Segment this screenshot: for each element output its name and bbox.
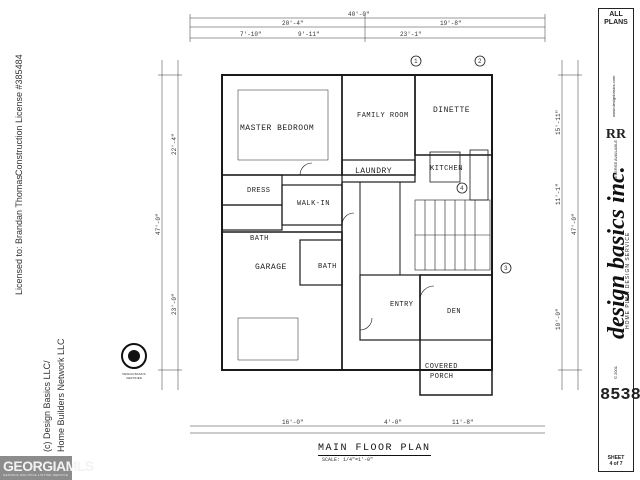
dim-bottom-mid: 4'-0" xyxy=(384,419,402,426)
reverse-icon: RR xyxy=(605,127,627,142)
room-garage: GARAGE xyxy=(255,263,287,272)
dim-seg-1: 7'-10" xyxy=(240,31,262,38)
room-entry: ENTRY xyxy=(390,301,414,309)
room-kitchen: KITCHEN xyxy=(430,165,463,173)
dim-seg-3: 23'-1" xyxy=(400,31,422,38)
dim-top-left: 20'-4" xyxy=(282,20,304,27)
room-master-bedroom: MASTER BEDROOM xyxy=(240,124,314,133)
marker-3: 3 xyxy=(504,265,508,272)
kitchen-island xyxy=(429,151,461,183)
marker-2: 2 xyxy=(478,58,482,65)
room-covered-porch-1: COVERED xyxy=(425,363,458,371)
watermark-name: GEORGIAMLS xyxy=(3,458,94,474)
room-covered-porch-2: PORCH xyxy=(430,373,454,381)
dim-bottom-right: 11'-8" xyxy=(452,419,474,426)
certified-badge-text: DESIGN BASICS CERTIFIED xyxy=(122,372,146,380)
dim-top-right: 19'-8" xyxy=(440,20,462,27)
service-text: HOME PLAN DESIGN SERVICE xyxy=(625,231,631,329)
dim-right-seg-2: 11'-1" xyxy=(555,183,562,205)
copyright-year: © 2001 xyxy=(613,366,618,379)
master-bath-walls xyxy=(221,204,283,231)
title-block: ALL PLANS www.designbasics.com RR REVERS… xyxy=(598,8,640,472)
dim-top-overall: 40'-0" xyxy=(348,11,370,18)
dim-right-seg-1: 15'-11" xyxy=(555,110,562,135)
room-laundry: LAUNDRY xyxy=(355,167,392,176)
marker-4: 4 xyxy=(460,185,464,192)
room-bath-1: BATH xyxy=(250,235,269,243)
dim-left-total: 47'-0" xyxy=(155,213,162,235)
floor-plan-drawing: 1 2 3 4 MASTER BEDROOM FAMILY ROOM DINET… xyxy=(121,11,582,434)
website-text: www.designbasics.com xyxy=(611,75,616,117)
dim-right-total: 47'-0" xyxy=(571,213,578,235)
garage-walls xyxy=(221,231,343,371)
room-dress: DRESS xyxy=(247,187,271,195)
dim-bottom-left: 16'-0" xyxy=(282,419,304,426)
plan-title: MAIN FLOOR PLAN xyxy=(318,443,431,456)
plan-scale: SCALE: 1/4"=1'-0" xyxy=(322,457,374,463)
den-walls xyxy=(419,274,493,341)
stairs xyxy=(414,199,491,271)
room-family-room-label: FAMILY ROOM xyxy=(357,112,409,120)
watermark-sub: GEORGIA MULTIPLE LISTING SERVICE xyxy=(3,473,69,477)
plan-number: 8538 xyxy=(600,386,640,405)
dim-left-seg-2: 23'-0" xyxy=(171,293,178,315)
laundry-walls xyxy=(341,159,416,183)
dim-seg-2: 9'-11" xyxy=(298,31,320,38)
dim-right-seg-3: 10'-0" xyxy=(555,308,562,330)
marker-1: 1 xyxy=(414,58,418,65)
georgia-mls-watermark: GEORGIAMLS GEORGIA MULTIPLE LISTING SERV… xyxy=(0,456,94,480)
room-den: DEN xyxy=(447,308,461,316)
room-dinette: DINETTE xyxy=(433,106,470,115)
dinette-walls xyxy=(414,74,493,156)
all-plans-label: ALL PLANS xyxy=(604,11,628,26)
room-walk-in: WALK-IN xyxy=(297,200,330,208)
room-bath-2: BATH xyxy=(318,263,337,271)
dim-left-seg-1: 22'-4" xyxy=(171,133,178,155)
sheet-info: SHEET 4 of 7 xyxy=(607,455,625,467)
